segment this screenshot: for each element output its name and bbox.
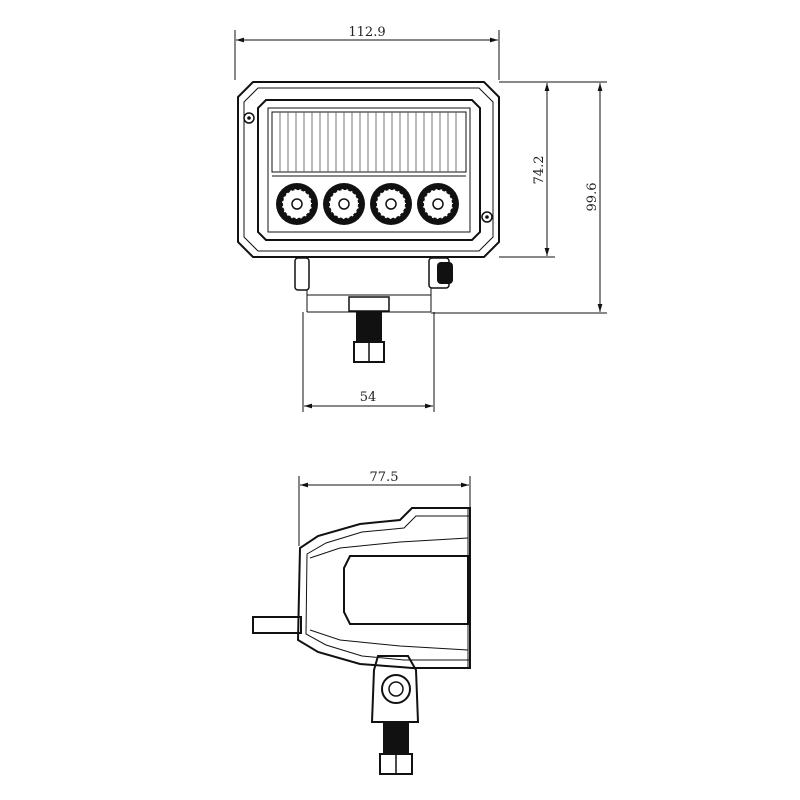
led-1 (276, 183, 318, 225)
housing-outline (237, 81, 500, 258)
dim-bracket-width: 54 (302, 312, 435, 412)
side-housing-outline (296, 507, 471, 669)
dim-depth: 77.5 (298, 470, 471, 546)
mounting-bolt (353, 312, 385, 363)
dim-overall-height: 99.6 (431, 81, 607, 314)
screw-top-left (243, 112, 255, 124)
front-view (237, 81, 500, 363)
housing-inner-outline (243, 87, 494, 252)
overall-height-label: 99.6 (585, 183, 600, 212)
dim-lens-height: 74.2 (499, 81, 555, 258)
pivot-knob (388, 681, 404, 697)
side-bracket (370, 655, 420, 723)
mounting-bracket (294, 256, 453, 313)
reflector-ribs (279, 112, 457, 172)
overall-width-label: 112.9 (348, 25, 385, 40)
upper-reflector (271, 111, 467, 173)
side-housing-inner (305, 515, 470, 661)
lens-height-label: 74.2 (532, 156, 547, 185)
cable (252, 616, 302, 634)
side-view (252, 507, 471, 775)
side-lens-panel (343, 555, 469, 625)
screw-bottom-right (481, 211, 493, 223)
side-fin-upper (309, 537, 469, 559)
bezel (257, 99, 481, 241)
bracket-width-label: 54 (360, 390, 377, 405)
led-3 (370, 183, 412, 225)
depth-label: 77.5 (370, 470, 399, 485)
led-2 (323, 183, 365, 225)
lens-frame (267, 107, 471, 233)
side-fin-lower (309, 629, 469, 651)
led-4 (417, 183, 459, 225)
dim-overall-width: 112.9 (234, 25, 500, 80)
side-mounting-bolt (379, 722, 413, 775)
